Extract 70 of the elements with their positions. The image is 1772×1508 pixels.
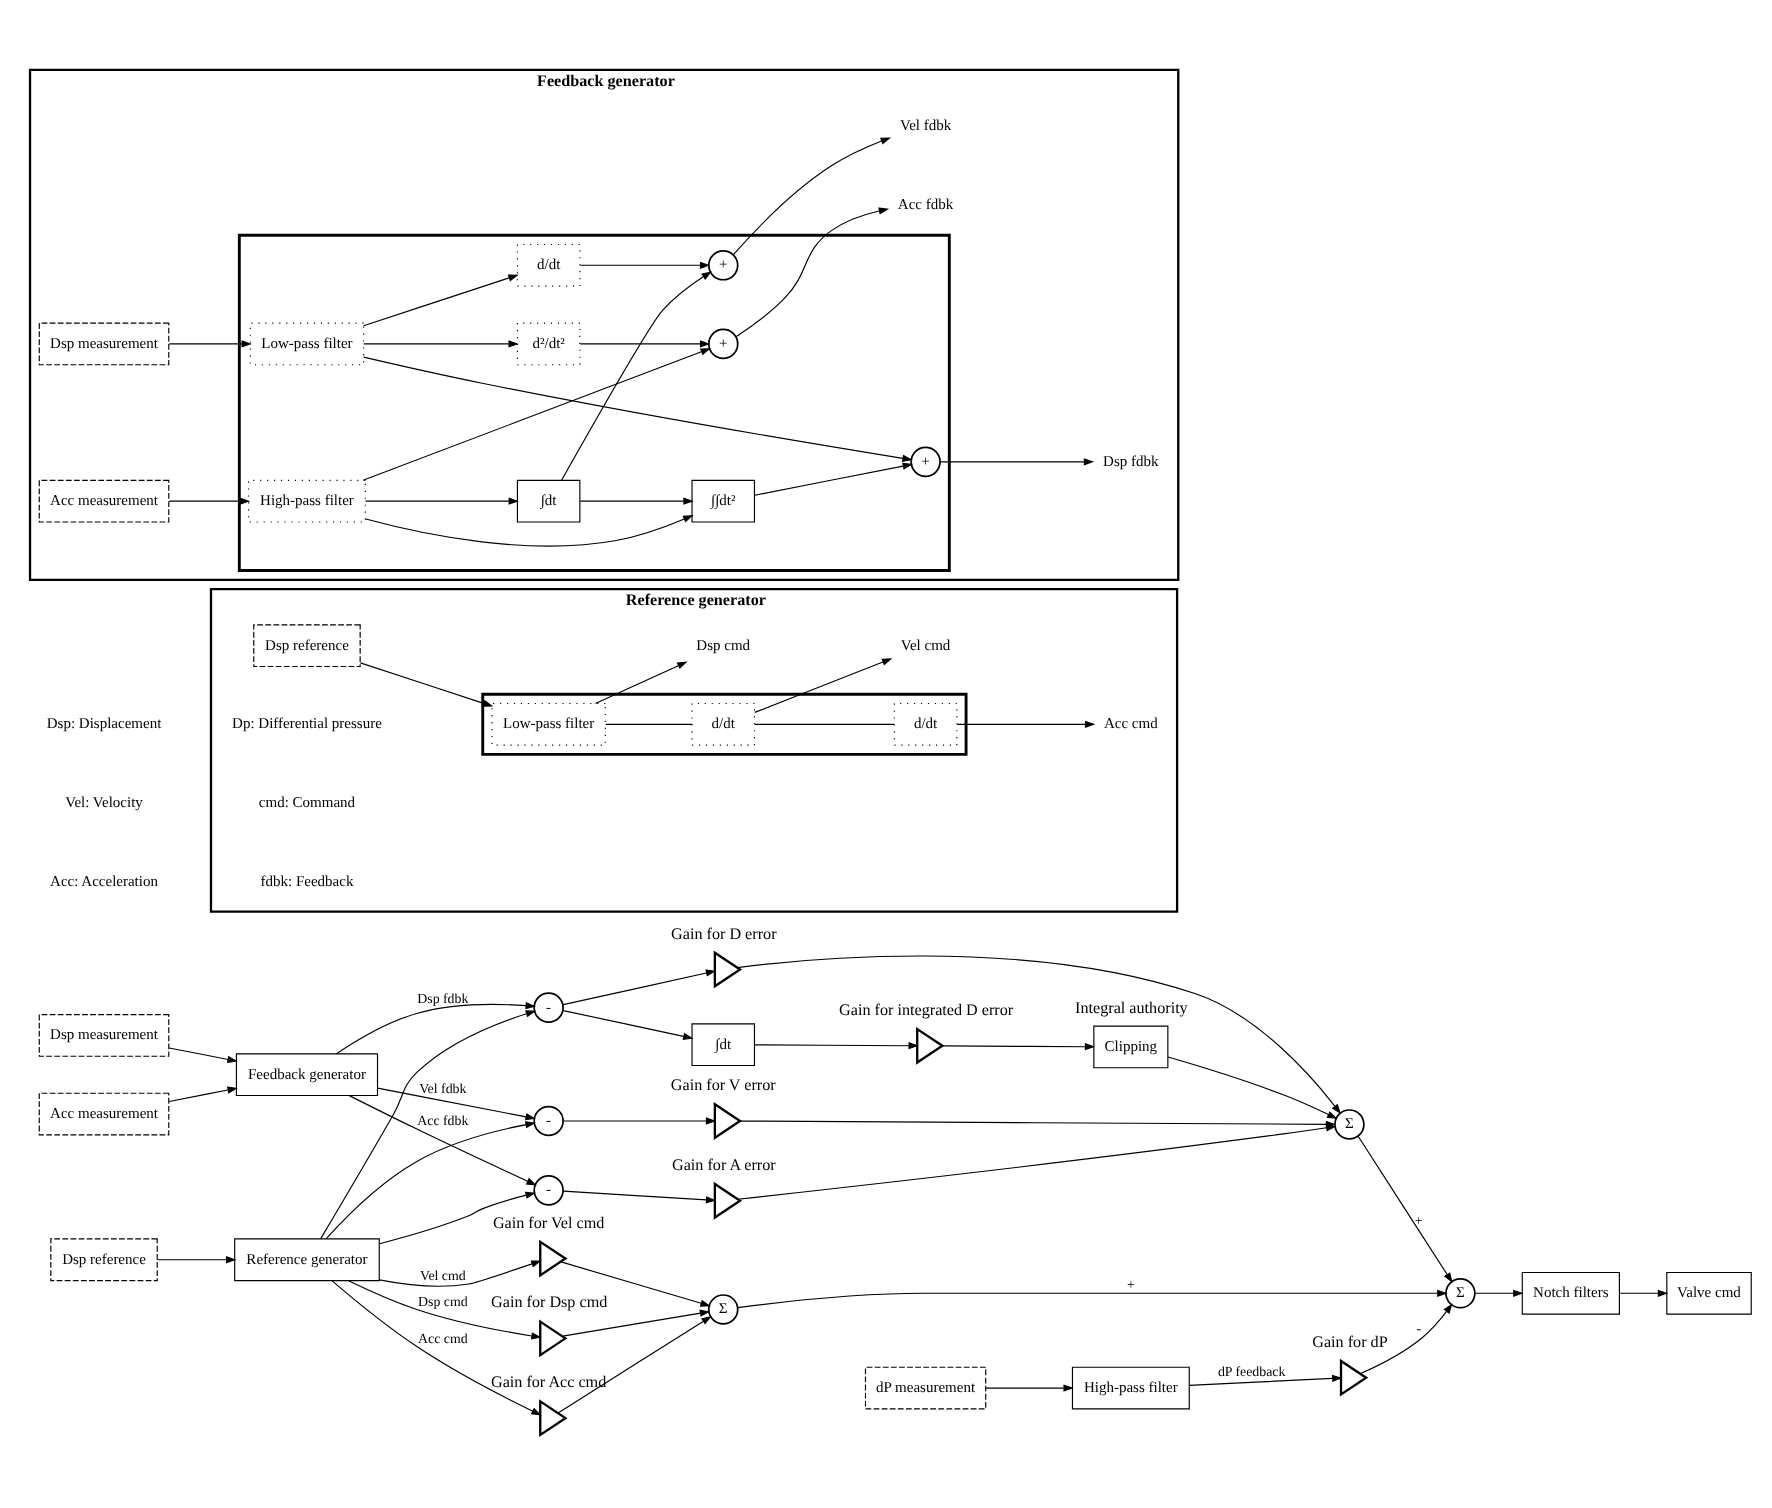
node-triangle [1339,1357,1369,1396]
arrow [561,270,712,480]
node-label: Integral authority [1075,997,1188,1016]
arrow [348,1279,542,1339]
arrow [735,206,890,337]
arrow [348,1094,537,1185]
arrow [594,660,688,704]
arrow [737,954,1341,1114]
arrow [362,347,711,480]
arrow [562,968,717,1005]
arrow [754,657,893,712]
arrow [579,496,694,504]
arrow [985,1383,1074,1391]
node-triangle [539,1238,568,1277]
node-label: Gain for A error [672,1154,776,1173]
arrow [377,1086,536,1120]
arrow [320,1009,537,1239]
arrow [325,1120,536,1239]
node-label: Gain for V error [670,1074,776,1093]
arrow [562,1008,694,1039]
arrow [560,1260,711,1306]
arrow [1360,1302,1453,1374]
arrow [365,514,694,546]
arrow [379,1190,536,1244]
arrow [562,1189,717,1203]
arrow [168,496,251,504]
arrow [363,339,519,347]
arrow [1188,1373,1343,1385]
arrow [331,1279,542,1415]
node-label: Gain for dP [1312,1331,1388,1350]
arrow [737,1288,1448,1308]
arrow [168,1085,238,1102]
arrow [335,1000,536,1054]
arrow [1357,1134,1453,1283]
arrow [1474,1288,1524,1296]
arrow [579,339,711,347]
arrow [732,136,892,255]
node-triangle [539,1318,568,1357]
arrow [754,461,914,495]
arrow [939,457,1095,465]
arrow [168,1046,238,1062]
arrow [168,339,252,347]
arrow [364,496,519,504]
connector [754,722,895,724]
arrow [579,260,711,268]
arrow [737,1123,1337,1199]
node-label: Gain for Vel cmd [492,1212,605,1231]
arrow [956,719,1096,727]
arrow [156,1255,237,1263]
arrow [557,1314,712,1413]
arrow [363,273,519,326]
arrow [363,355,913,461]
arrow [562,1116,717,1124]
arrow [941,1042,1096,1050]
arrow [359,661,494,706]
node-label: Gain for Acc cmd [490,1372,607,1391]
arrow [378,1259,542,1286]
arrow [562,1308,711,1336]
connector [605,722,693,724]
node-triangle [713,1180,743,1219]
node-triangle [539,1398,568,1437]
node-label: Gain for D error [671,923,777,942]
node-label: Gain for Dsp cmd [491,1292,608,1311]
node-triangle [713,949,743,988]
arrow [754,1041,919,1049]
node-triangle [916,1025,945,1064]
arrow [1618,1288,1669,1296]
arrow [1167,1055,1338,1118]
node-label: Gain for integrated D error [839,999,1014,1018]
node-triangle [713,1101,743,1139]
